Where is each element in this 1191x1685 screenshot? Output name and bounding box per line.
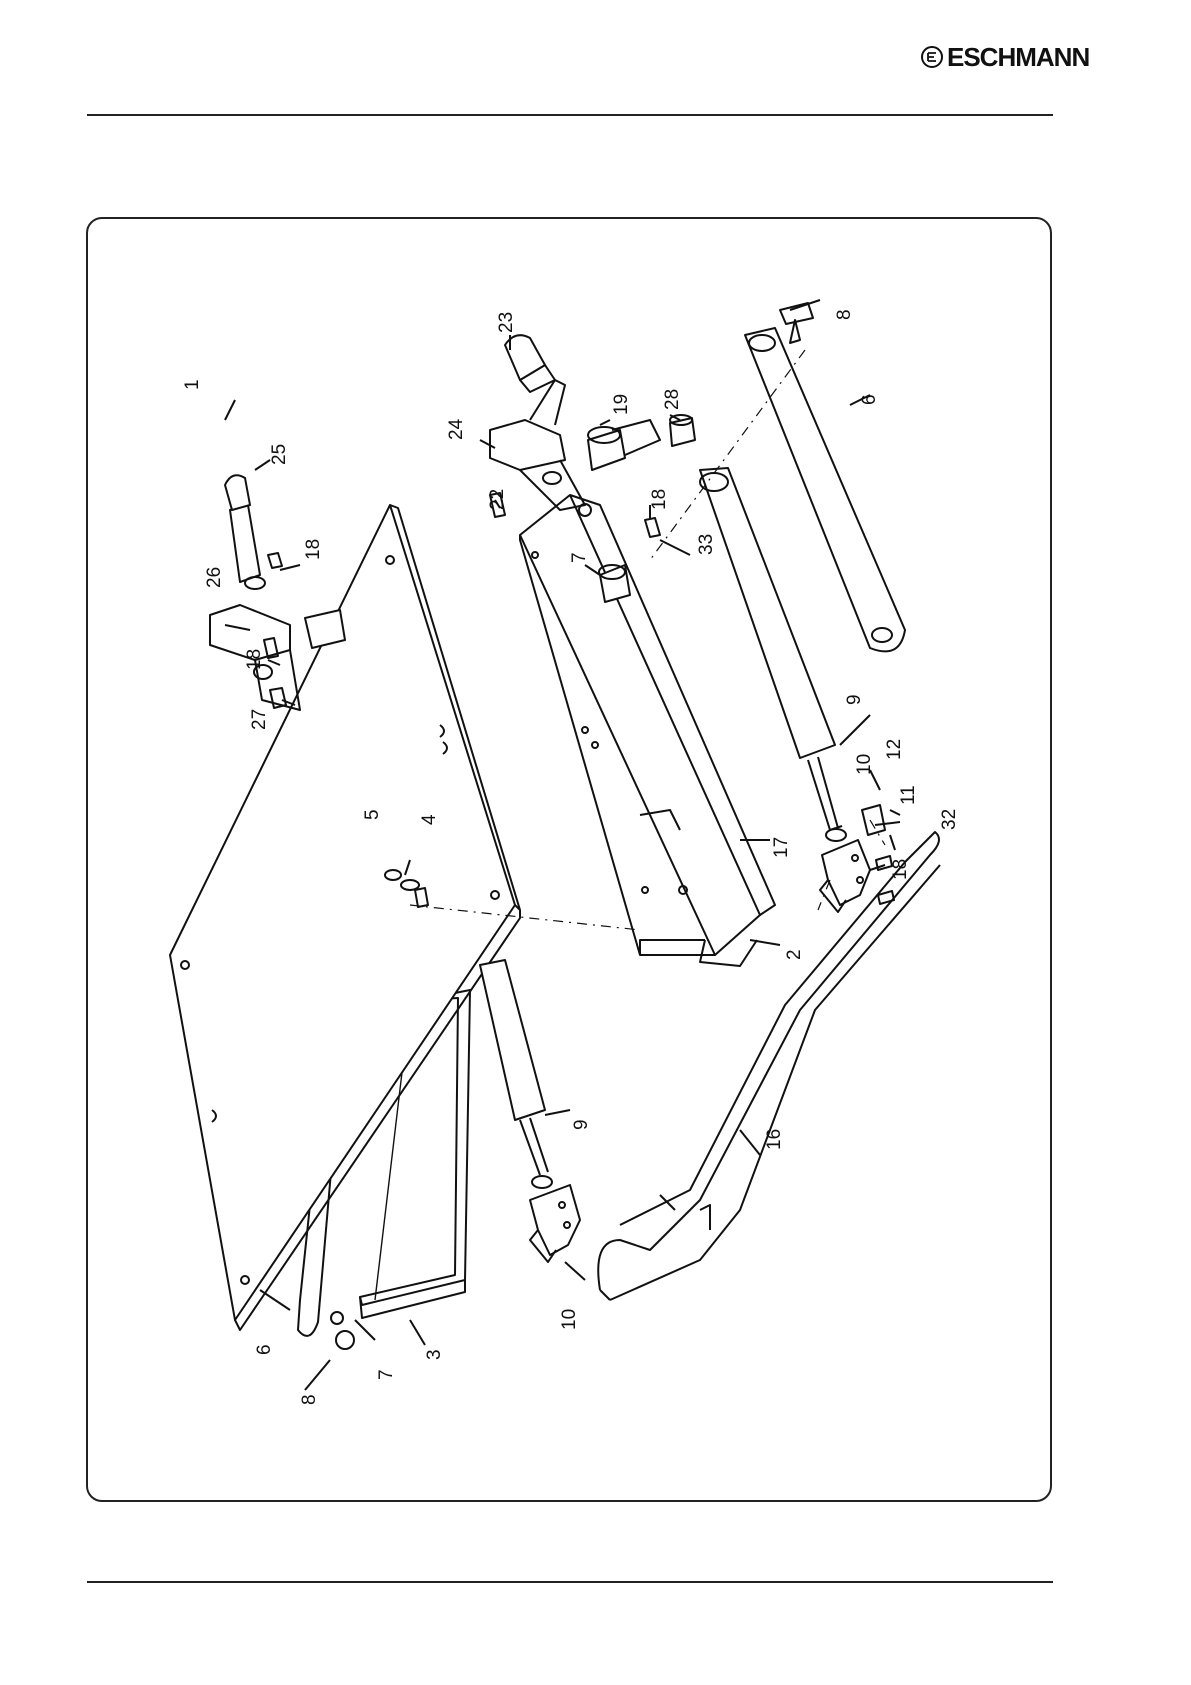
clevis-left — [530, 1185, 580, 1262]
part-label-27: 27 — [249, 709, 270, 730]
clevis-right — [820, 840, 870, 912]
part-label-6: 6 — [254, 1344, 275, 1355]
part-label-23: 23 — [496, 312, 517, 333]
part-label-16: 16 — [764, 1129, 785, 1150]
part-label-9-b: 9 — [571, 1119, 592, 1130]
part-label-25: 25 — [269, 444, 290, 465]
part-label-7-b: 7 — [569, 552, 590, 563]
part-label-1: 1 — [182, 379, 203, 390]
part-label-28: 28 — [662, 389, 683, 410]
part-label-4: 4 — [419, 814, 440, 825]
part-label-17: 17 — [771, 837, 792, 858]
part-label-2: 2 — [784, 949, 805, 960]
part-label-11: 11 — [898, 785, 919, 805]
part-label-12: 12 — [884, 739, 905, 760]
part-label-10: 10 — [854, 754, 875, 775]
part-label-8-b: 8 — [834, 309, 855, 320]
part-label-8: 8 — [299, 1394, 320, 1405]
head-bracket — [490, 335, 660, 510]
part-label-3: 3 — [424, 1349, 445, 1360]
part-label-18-d: 18 — [890, 859, 911, 880]
part-label-18-c: 18 — [649, 489, 670, 510]
part-label-19: 19 — [611, 394, 632, 415]
part-label-24: 24 — [446, 418, 467, 440]
part-label-18-b: 18 — [244, 649, 265, 670]
gas-strut-left — [480, 960, 552, 1188]
part-label-9: 9 — [844, 694, 865, 705]
part-label-22: 22 — [487, 489, 508, 510]
part-label-33: 33 — [696, 534, 717, 555]
part-label-5: 5 — [362, 809, 383, 820]
part-label-18-a: 18 — [303, 539, 324, 560]
part-label-10-b: 10 — [559, 1309, 580, 1330]
part-label-26: 26 — [204, 567, 225, 588]
part-label-32: 32 — [939, 809, 960, 830]
bushes — [588, 415, 695, 602]
part-label-6-b: 6 — [859, 394, 880, 405]
part-label-7: 7 — [376, 1369, 397, 1380]
